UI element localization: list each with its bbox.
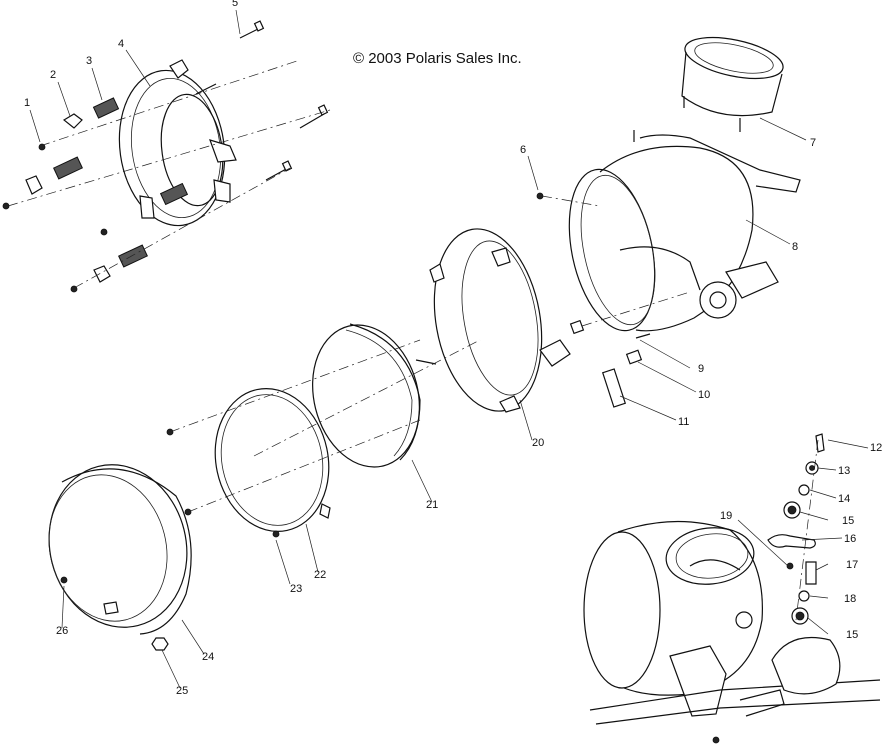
- callout-6: 6: [520, 144, 526, 156]
- callout-25: 25: [176, 685, 188, 697]
- callout-24: 24: [202, 651, 214, 663]
- callout-3: 3: [86, 55, 92, 67]
- callout-22: 22: [314, 569, 326, 581]
- callout-labels: 1 2 3 4 5 6 7 8 9 10 11 12 13 14 15 16 1…: [24, 0, 882, 697]
- callout-21: 21: [426, 499, 438, 511]
- headlight-housing: [568, 130, 801, 332]
- turn-signal-fasteners: [767, 433, 825, 625]
- callout-7: 7: [810, 137, 816, 149]
- callout-17: 17: [846, 559, 858, 571]
- callout-13: 13: [838, 465, 850, 477]
- trim-bezel: [48, 464, 192, 651]
- callout-12: 12: [870, 442, 882, 454]
- mounting-ring-assembly: [2, 20, 331, 293]
- copyright-notice: © 2003 Polaris Sales Inc.: [353, 50, 522, 67]
- callout-16: 16: [844, 533, 856, 545]
- housing-small-parts: [536, 192, 691, 408]
- callout-23: 23: [290, 583, 302, 595]
- callout-15-lower: 15: [846, 629, 858, 641]
- callout-8: 8: [792, 241, 798, 253]
- callout-15-upper: 15: [842, 515, 854, 527]
- leader-lines: [29, 9, 869, 689]
- callout-9: 9: [698, 363, 704, 375]
- reflector-ring: [429, 228, 571, 413]
- callout-11: 11: [678, 416, 689, 428]
- callout-26: 26: [56, 625, 68, 637]
- callout-2: 2: [50, 69, 56, 81]
- callout-1: 1: [24, 97, 30, 109]
- callout-5: 5: [232, 0, 238, 9]
- callout-19: 19: [720, 510, 732, 522]
- callout-14: 14: [838, 493, 850, 505]
- retaining-ring: [166, 388, 331, 538]
- sealed-beam-lamp: [169, 323, 481, 513]
- callout-20: 20: [532, 437, 544, 449]
- callout-10: 10: [698, 389, 710, 401]
- callout-18: 18: [844, 593, 856, 605]
- assembled-headlight-inset: [583, 520, 881, 744]
- callout-4: 4: [118, 38, 124, 50]
- speedometer: [681, 36, 784, 132]
